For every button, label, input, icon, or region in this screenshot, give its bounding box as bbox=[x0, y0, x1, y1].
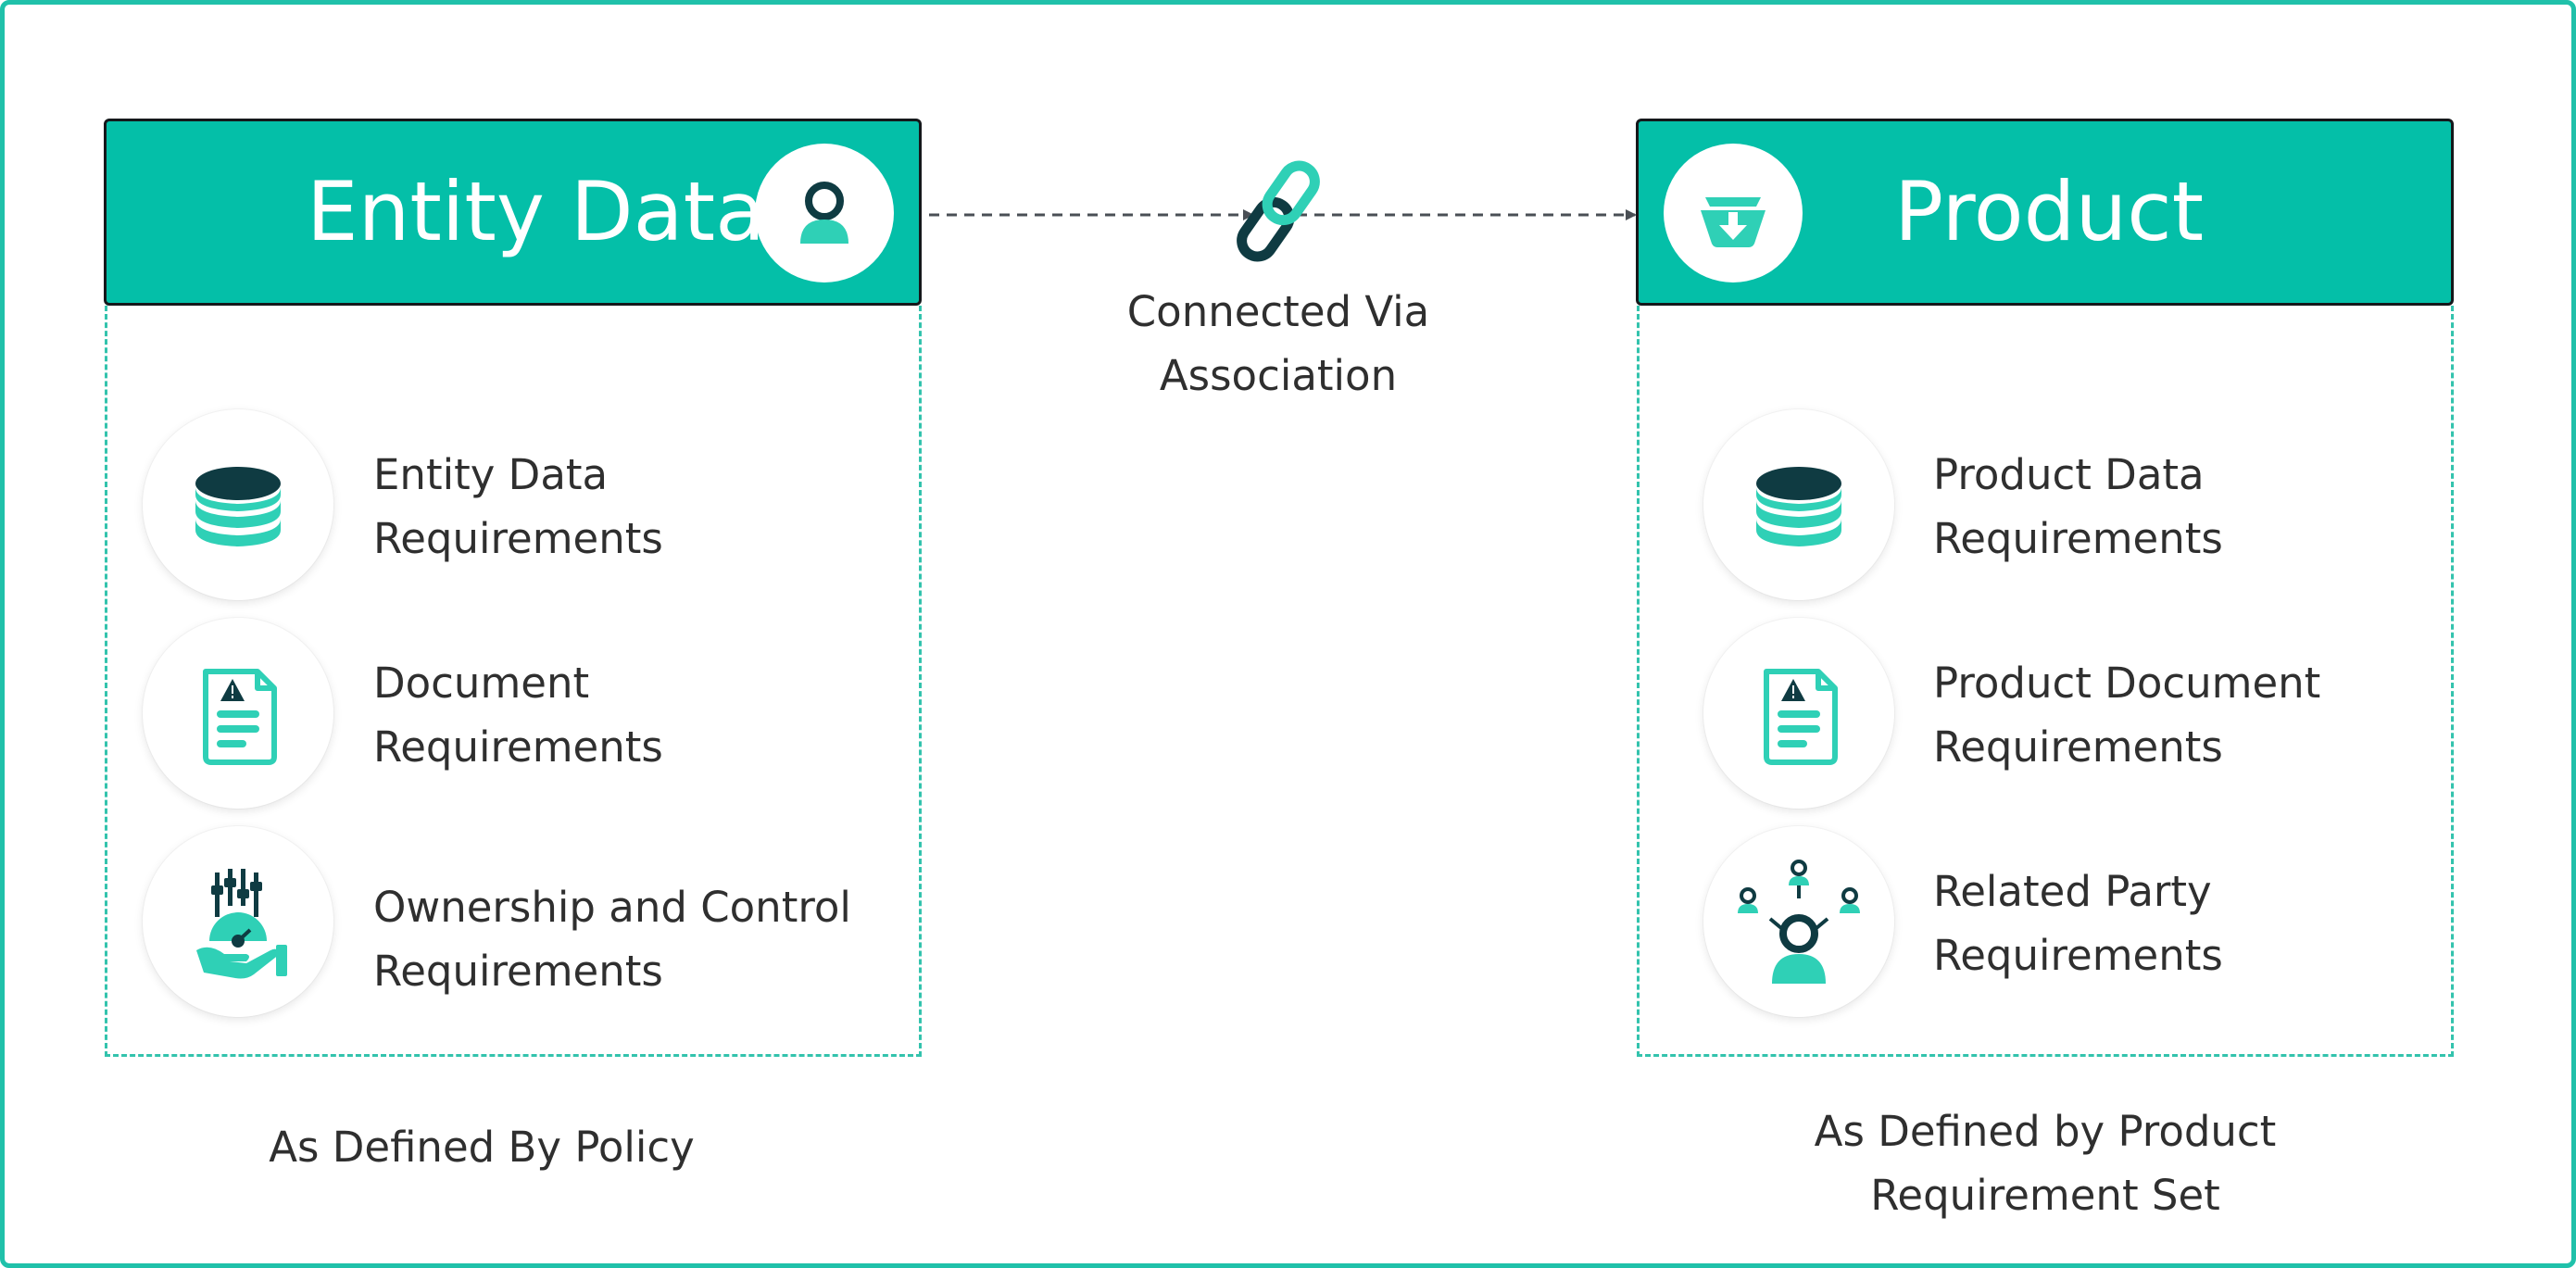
chain-link-icon bbox=[1237, 160, 1320, 262]
database-icon bbox=[195, 467, 281, 546]
entity-item-2-label: Document Requirements bbox=[373, 659, 663, 772]
product-item-2-icon-circle bbox=[1703, 618, 1894, 809]
database-icon bbox=[1756, 467, 1841, 546]
product-header-icon-circle bbox=[1664, 144, 1803, 282]
product-item-1-label: Product Data Requirements bbox=[1933, 450, 2223, 563]
product-item-3-icon-circle bbox=[1703, 826, 1894, 1017]
policy-caption: As Defined By Policy bbox=[269, 1123, 695, 1172]
basket-download-icon bbox=[1701, 197, 1766, 247]
entity-item-3-label: Ownership and Control Requirements bbox=[373, 883, 851, 996]
product-requirement-set-caption: As Defined by Product Requirement Set bbox=[1814, 1107, 2277, 1220]
product-item-3-label: Related Party Requirements bbox=[1933, 867, 2223, 980]
connector-label: Connected Via Association bbox=[1126, 287, 1430, 400]
entity-item-1-label: Entity Data Requirements bbox=[373, 450, 663, 563]
related-party-network-icon bbox=[1738, 860, 1860, 984]
product-panel bbox=[1637, 306, 2454, 1057]
document-warning-icon bbox=[1764, 669, 1838, 765]
entity-data-title: Entity Data bbox=[307, 164, 765, 259]
entity-item-1-icon-circle bbox=[143, 409, 333, 600]
entity-data-header: Entity Data bbox=[104, 119, 922, 306]
person-icon bbox=[800, 182, 848, 244]
hand-gauge-controls-icon bbox=[196, 869, 287, 979]
entity-item-2-icon-circle bbox=[143, 618, 333, 809]
entity-header-icon-circle bbox=[755, 144, 894, 282]
product-header: Product bbox=[1636, 119, 2454, 306]
entity-data-panel bbox=[105, 306, 922, 1057]
product-item-2-label: Product Document Requirements bbox=[1933, 659, 2321, 772]
entity-item-3-icon-circle bbox=[143, 826, 333, 1017]
product-item-1-icon-circle bbox=[1703, 409, 1894, 600]
product-title: Product bbox=[1894, 164, 2205, 259]
document-warning-icon bbox=[203, 669, 277, 765]
